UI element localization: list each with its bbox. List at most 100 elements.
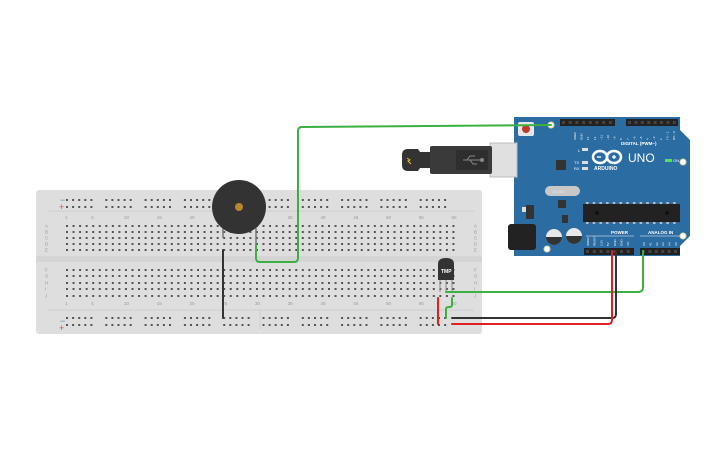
rail-hole[interactable] [84, 199, 87, 201]
breadboard-hole[interactable] [269, 225, 272, 227]
header-pin[interactable] [661, 250, 665, 253]
breadboard-hole[interactable] [426, 275, 429, 277]
breadboard-hole[interactable] [164, 295, 167, 297]
rail-hole[interactable] [347, 199, 350, 201]
breadboard-hole[interactable] [452, 225, 455, 227]
breadboard-hole[interactable] [386, 275, 389, 277]
breadboard-hole[interactable] [262, 237, 265, 239]
breadboard-hole[interactable] [406, 269, 409, 271]
rail-hole[interactable] [84, 206, 87, 208]
header-pin[interactable] [613, 250, 617, 253]
breadboard-hole[interactable] [190, 237, 193, 239]
rail-hole[interactable] [156, 317, 159, 319]
breadboard-hole[interactable] [295, 225, 298, 227]
breadboard-hole[interactable] [354, 295, 357, 297]
breadboard-hole[interactable] [249, 295, 252, 297]
breadboard-hole[interactable] [413, 288, 416, 290]
rail-hole[interactable] [274, 324, 277, 326]
breadboard-hole[interactable] [210, 249, 213, 251]
breadboard-hole[interactable] [85, 249, 88, 251]
rail-hole[interactable] [72, 199, 75, 201]
rail-hole[interactable] [235, 317, 238, 319]
breadboard-hole[interactable] [203, 225, 206, 227]
breadboard-hole[interactable] [347, 269, 350, 271]
breadboard-hole[interactable] [406, 237, 409, 239]
breadboard-hole[interactable] [321, 275, 324, 277]
breadboard-hole[interactable] [131, 275, 134, 277]
breadboard-hole[interactable] [210, 275, 213, 277]
breadboard-hole[interactable] [386, 231, 389, 233]
breadboard-hole[interactable] [255, 282, 258, 284]
breadboard-hole[interactable] [229, 243, 232, 245]
breadboard-hole[interactable] [288, 282, 291, 284]
breadboard-hole[interactable] [426, 243, 429, 245]
breadboard-hole[interactable] [118, 275, 121, 277]
breadboard-hole[interactable] [400, 288, 403, 290]
breadboard-hole[interactable] [98, 243, 101, 245]
breadboard-hole[interactable] [367, 282, 370, 284]
breadboard-hole[interactable] [79, 282, 82, 284]
breadboard-hole[interactable] [341, 243, 344, 245]
breadboard-hole[interactable] [426, 282, 429, 284]
breadboard-hole[interactable] [183, 288, 186, 290]
breadboard-hole[interactable] [321, 243, 324, 245]
rail-hole[interactable] [444, 206, 447, 208]
breadboard-hole[interactable] [170, 295, 173, 297]
breadboard-hole[interactable] [144, 237, 147, 239]
breadboard-hole[interactable] [341, 295, 344, 297]
breadboard-hole[interactable] [367, 269, 370, 271]
rail-hole[interactable] [425, 206, 428, 208]
header-pin[interactable] [654, 250, 658, 253]
rail-hole[interactable] [341, 317, 344, 319]
breadboard-hole[interactable] [262, 269, 265, 271]
breadboard-hole[interactable] [400, 275, 403, 277]
breadboard-hole[interactable] [406, 225, 409, 227]
rail-hole[interactable] [183, 324, 186, 326]
breadboard-hole[interactable] [269, 237, 272, 239]
breadboard-hole[interactable] [210, 282, 213, 284]
breadboard-hole[interactable] [105, 231, 108, 233]
breadboard-hole[interactable] [413, 275, 416, 277]
breadboard-hole[interactable] [223, 288, 226, 290]
breadboard-hole[interactable] [380, 275, 383, 277]
breadboard-hole[interactable] [170, 282, 173, 284]
rail-hole[interactable] [280, 206, 283, 208]
breadboard-hole[interactable] [203, 237, 206, 239]
breadboard-hole[interactable] [124, 237, 127, 239]
breadboard-hole[interactable] [242, 275, 245, 277]
rail-hole[interactable] [117, 206, 120, 208]
breadboard-hole[interactable] [72, 288, 75, 290]
breadboard-hole[interactable] [236, 275, 239, 277]
digital-header-2[interactable] [626, 119, 678, 126]
breadboard-hole[interactable] [386, 243, 389, 245]
breadboard-hole[interactable] [341, 282, 344, 284]
breadboard-hole[interactable] [452, 243, 455, 245]
breadboard-hole[interactable] [79, 295, 82, 297]
breadboard-hole[interactable] [282, 282, 285, 284]
rail-hole[interactable] [419, 199, 422, 201]
rail-hole[interactable] [380, 199, 383, 201]
breadboard-hole[interactable] [269, 249, 272, 251]
rail-hole[interactable] [359, 206, 362, 208]
breadboard-hole[interactable] [151, 275, 154, 277]
breadboard-hole[interactable] [354, 237, 357, 239]
breadboard-hole[interactable] [301, 269, 304, 271]
breadboard-hole[interactable] [144, 243, 147, 245]
rail-hole[interactable] [196, 317, 199, 319]
breadboard-hole[interactable] [72, 249, 75, 251]
breadboard-hole[interactable] [66, 269, 68, 271]
breadboard-hole[interactable] [269, 231, 272, 233]
breadboard-hole[interactable] [445, 288, 448, 290]
breadboard-hole[interactable] [367, 275, 370, 277]
header-pin[interactable] [599, 250, 603, 253]
breadboard-hole[interactable] [210, 231, 213, 233]
rail-hole[interactable] [223, 317, 226, 319]
breadboard-hole[interactable] [144, 275, 147, 277]
breadboard-hole[interactable] [321, 288, 324, 290]
breadboard-hole[interactable] [92, 249, 95, 251]
rail-hole[interactable] [431, 206, 434, 208]
rail-hole[interactable] [307, 199, 310, 201]
usb-cable[interactable] [402, 146, 492, 174]
breadboard-hole[interactable] [164, 249, 167, 251]
breadboard-hole[interactable] [92, 275, 95, 277]
